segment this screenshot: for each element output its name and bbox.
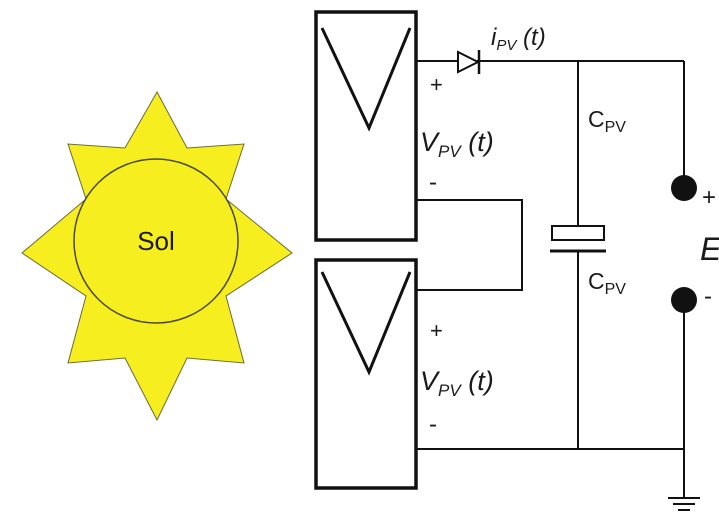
- terminal-letter: E: [700, 231, 719, 267]
- wiring: [416, 60, 685, 498]
- panel-top-plus: +: [430, 72, 443, 97]
- sun: Sol: [21, 90, 293, 422]
- current-label: iPV (t): [491, 24, 546, 54]
- pv-panel-top: [314, 10, 418, 242]
- panel-bottom-plus: +: [430, 318, 443, 343]
- capacitor: [550, 225, 606, 253]
- terminal-plus-dot: [671, 175, 697, 201]
- capacitor-label-bottom: CPV: [588, 268, 626, 298]
- panel-bottom-voltage: VPV (t): [420, 366, 494, 400]
- terminal-minus-dot: [671, 287, 697, 313]
- capacitor-label-top: CPV: [588, 106, 626, 136]
- terminal-plus-label: +: [702, 184, 716, 211]
- terminal-minus-label: -: [704, 283, 712, 310]
- panel-bottom-minus: -: [429, 411, 437, 438]
- diode: [457, 50, 481, 74]
- ground-icon: [668, 497, 700, 511]
- sun-disc: [73, 158, 239, 324]
- pv-panel-bottom: [314, 258, 418, 490]
- panel-top-minus: -: [429, 169, 437, 196]
- sun-label: Sol: [137, 226, 175, 256]
- panel-top-voltage: VPV (t): [420, 127, 494, 161]
